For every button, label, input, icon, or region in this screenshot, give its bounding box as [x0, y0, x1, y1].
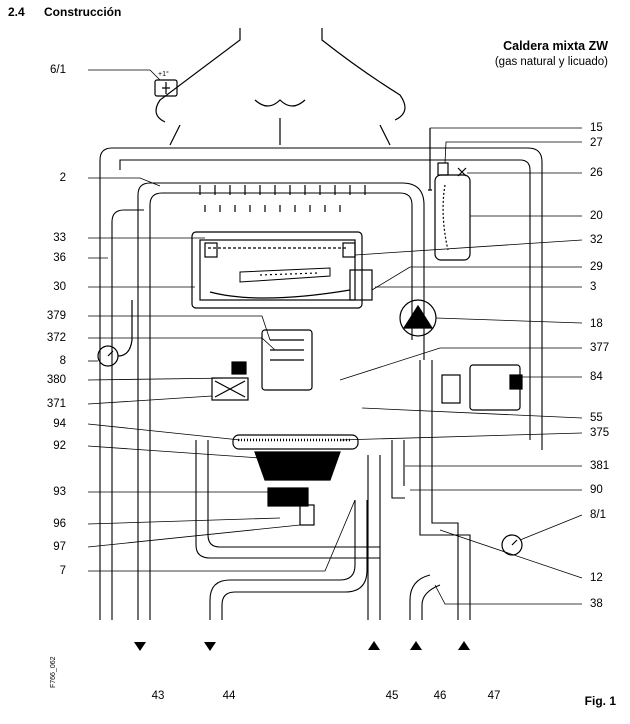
- label-36: 36: [53, 252, 66, 264]
- label-97: 97: [53, 541, 66, 553]
- label-8-1: 8/1: [590, 509, 606, 521]
- flue-hood: [155, 28, 406, 146]
- label-94: 94: [53, 418, 66, 430]
- label-7: 7: [59, 565, 66, 577]
- label-377: 377: [590, 342, 610, 354]
- figure-label: Fig. 1: [584, 694, 616, 708]
- label-45: 45: [385, 690, 399, 702]
- circulation-pump: [399, 299, 437, 337]
- label-372: 372: [46, 332, 66, 344]
- label-379: 379: [46, 310, 66, 322]
- label-93: 93: [53, 486, 66, 498]
- combustion-chamber: [191, 231, 363, 309]
- label-27: 27: [590, 137, 603, 149]
- label-20: 20: [590, 210, 603, 222]
- label-44: 44: [222, 690, 236, 702]
- diverter-valve: [441, 364, 523, 411]
- label-47: 47: [487, 690, 501, 702]
- diagram-subtitle: (gas natural y licuado): [494, 56, 608, 68]
- lower-pipes: [195, 360, 471, 620]
- label-3: 3: [590, 281, 597, 293]
- safety-valves: [428, 128, 467, 191]
- label-30: 30: [53, 281, 66, 293]
- diagram-title: Caldera mixta ZW: [503, 39, 608, 53]
- label-375: 375: [590, 427, 610, 439]
- label-380: 380: [46, 374, 66, 386]
- room-thermostat: [154, 79, 178, 97]
- label-18: 18: [590, 318, 603, 330]
- label-43: 43: [151, 690, 165, 702]
- label-15: 15: [590, 122, 603, 134]
- label-8: 8: [59, 355, 66, 367]
- label-55: 55: [590, 412, 603, 424]
- leader-lines: [87, 69, 583, 605]
- label-92: 92: [53, 440, 66, 452]
- label-2: 2: [59, 172, 66, 184]
- section-title: Construcción: [44, 5, 122, 19]
- label-12: 12: [590, 572, 603, 584]
- label-38: 38: [590, 598, 603, 610]
- label-371: 371: [46, 398, 66, 410]
- gas-valve: [211, 329, 359, 526]
- section-number: 2.4: [8, 5, 25, 19]
- label-84: 84: [590, 371, 603, 383]
- pressure-gauges: [97, 300, 523, 556]
- label-33: 33: [53, 232, 66, 244]
- thermostat-scale: +1°: [158, 70, 169, 78]
- ntc-sensor-block: [349, 269, 373, 301]
- label-381: 381: [590, 460, 610, 472]
- label-46: 46: [433, 690, 447, 702]
- connection-arrows: [134, 641, 470, 651]
- burner-bars: [199, 185, 366, 212]
- label-6-1: 6/1: [50, 64, 66, 76]
- label-32: 32: [590, 234, 603, 246]
- expansion-tank: [434, 174, 471, 261]
- label-29: 29: [590, 261, 603, 273]
- label-90: 90: [590, 484, 603, 496]
- label-26: 26: [590, 167, 603, 179]
- label-96: 96: [53, 518, 66, 530]
- outer-pipe-frame: [99, 147, 543, 620]
